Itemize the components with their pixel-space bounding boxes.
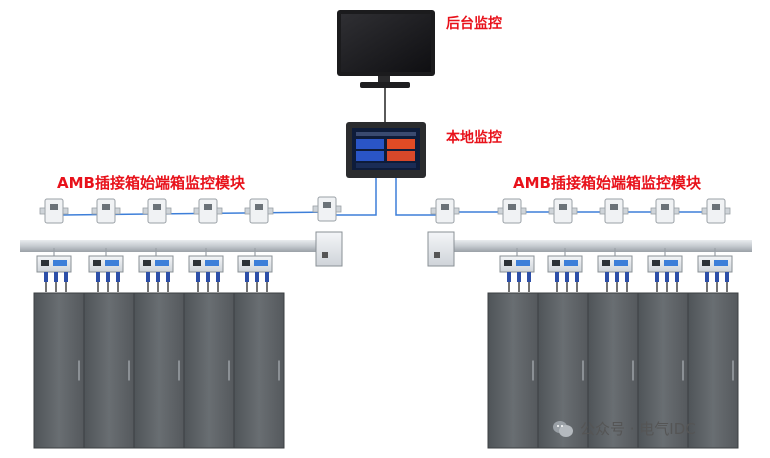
monitor-module bbox=[91, 198, 121, 224]
monitor-module bbox=[193, 198, 223, 224]
monitor-module bbox=[650, 198, 680, 224]
tap-off-box bbox=[88, 248, 124, 292]
rack-cabinet bbox=[33, 292, 85, 449]
monitor-module bbox=[497, 198, 527, 224]
monitor-module bbox=[244, 198, 274, 224]
tap-off-box bbox=[647, 248, 683, 292]
rack-cabinet bbox=[133, 292, 185, 449]
tap-off-boxes-left bbox=[36, 248, 273, 292]
tap-off-box bbox=[36, 248, 72, 292]
cabinet-row-left bbox=[33, 292, 285, 449]
module-chain-right bbox=[430, 198, 731, 224]
tap-off-box bbox=[547, 248, 583, 292]
rack-cabinet bbox=[83, 292, 135, 449]
monitor-module bbox=[312, 196, 342, 222]
busway-right bbox=[427, 231, 752, 267]
busway-left bbox=[20, 231, 343, 267]
tap-off-boxes-right bbox=[499, 248, 733, 292]
rack-cabinet bbox=[687, 292, 739, 449]
tap-off-box bbox=[499, 248, 535, 292]
tap-off-box bbox=[138, 248, 174, 292]
cabinet-row-right bbox=[487, 292, 739, 449]
monitor-module bbox=[701, 198, 731, 224]
tap-off-box bbox=[697, 248, 733, 292]
watermark: 公众号 · 电气IDC bbox=[552, 418, 696, 439]
monitor-module bbox=[142, 198, 172, 224]
touch-panel-icon bbox=[346, 122, 426, 178]
tap-off-box bbox=[597, 248, 633, 292]
local-monitor-label: 本地监控 bbox=[446, 130, 502, 146]
monitor-module bbox=[430, 198, 460, 224]
tap-off-box bbox=[188, 248, 224, 292]
backend-monitor-label: 后台监控 bbox=[446, 16, 502, 32]
wechat-icon bbox=[553, 420, 573, 437]
module-chain-left bbox=[39, 196, 342, 224]
rack-cabinet bbox=[233, 292, 285, 449]
monitor-module bbox=[39, 198, 69, 224]
monitor-module bbox=[599, 198, 629, 224]
rack-cabinet bbox=[637, 292, 689, 449]
monitor-module bbox=[548, 198, 578, 224]
monitor-icon bbox=[337, 10, 435, 88]
module-label-right: AMB插接箱始端箱监控模块 bbox=[513, 174, 701, 192]
rack-cabinet bbox=[587, 292, 639, 449]
tap-off-box bbox=[237, 248, 273, 292]
module-label-left: AMB插接箱始端箱监控模块 bbox=[57, 174, 245, 192]
watermark-text: 公众号 · 电气IDC bbox=[580, 420, 696, 438]
rack-cabinet bbox=[487, 292, 539, 449]
rack-cabinet bbox=[183, 292, 235, 449]
